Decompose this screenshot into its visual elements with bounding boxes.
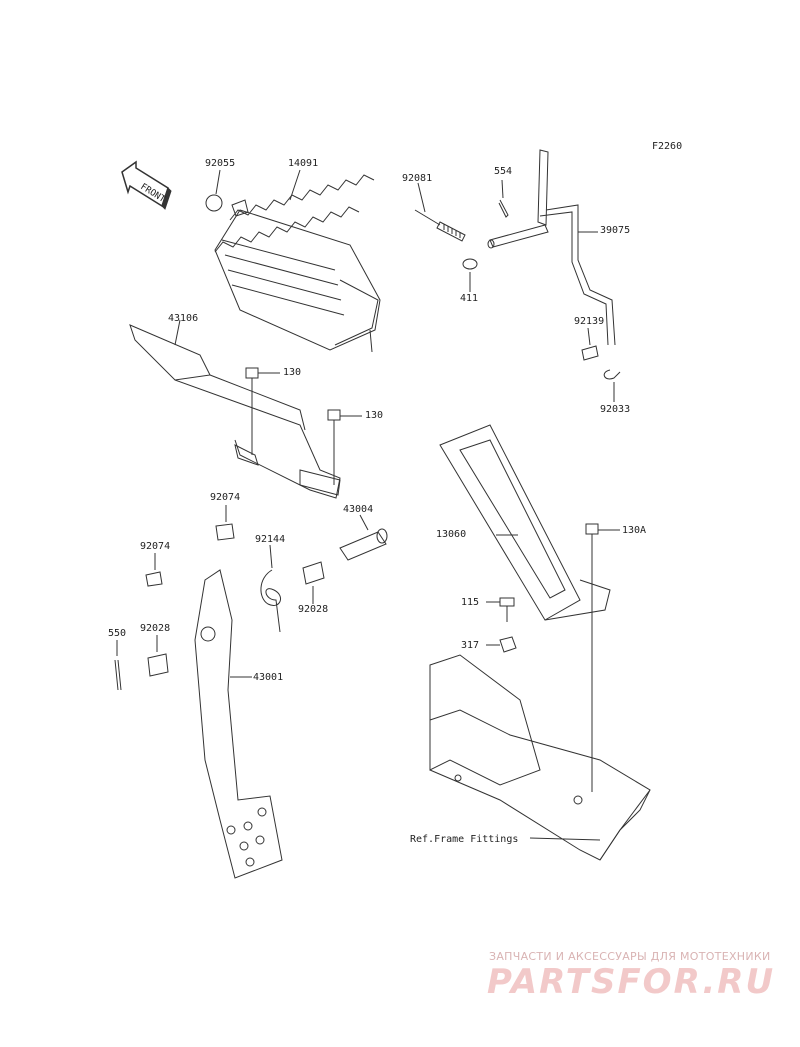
part-label-92144: 92144 bbox=[255, 534, 286, 545]
watermark-logo: PARTSFOR.RU bbox=[487, 962, 776, 1002]
front-arrow-icon: FRONT bbox=[121, 160, 172, 210]
part-label-92081: 92081 bbox=[402, 173, 433, 184]
shaft-part bbox=[339, 514, 388, 561]
part-label-13060: 13060 bbox=[436, 529, 467, 540]
part-label-115: 115 bbox=[461, 597, 480, 608]
brake-pedal-part bbox=[194, 569, 283, 879]
parking-lever-part bbox=[129, 319, 341, 499]
bolt-130-part bbox=[245, 367, 280, 455]
bolt-115-part bbox=[486, 597, 515, 622]
part-label-39075: 39075 bbox=[600, 225, 631, 236]
part-label-130: 130 bbox=[283, 367, 302, 378]
reference-note: Ref.Frame Fittings bbox=[410, 834, 519, 845]
part-label-92033: 92033 bbox=[600, 404, 631, 415]
part-label-411: 411 bbox=[460, 293, 479, 304]
bushing-92028-part bbox=[302, 561, 325, 585]
part-label-43106: 43106 bbox=[168, 313, 199, 324]
accelerator-pedal-part bbox=[439, 424, 611, 621]
part-label-317: 317 bbox=[461, 640, 480, 651]
o-ring-part bbox=[205, 194, 223, 212]
part-label-92074: 92074 bbox=[210, 492, 241, 503]
watermark-tagline: ЗАПЧАСТИ И АКСЕССУАРЫ ДЛЯ МОТОТЕХНИКИ bbox=[489, 950, 771, 963]
bolt-130a-part bbox=[585, 523, 620, 792]
cotter-550-part bbox=[114, 659, 122, 691]
part-label-130-2: 130 bbox=[365, 410, 384, 421]
part-label-92074-2: 92074 bbox=[140, 541, 171, 552]
spring-part bbox=[260, 569, 282, 633]
bushing-part bbox=[581, 345, 599, 361]
part-label-92028-2: 92028 bbox=[140, 623, 171, 634]
boot-part bbox=[214, 169, 381, 353]
part-label-92139: 92139 bbox=[574, 316, 605, 327]
part-label-43004: 43004 bbox=[343, 504, 374, 515]
bolt-130-part-2 bbox=[327, 409, 362, 485]
cap-part bbox=[215, 523, 235, 541]
diagram-code: F2260 bbox=[652, 141, 683, 152]
bushing-92028-part-2 bbox=[147, 653, 169, 677]
part-label-92028: 92028 bbox=[298, 604, 329, 615]
part-label-92055: 92055 bbox=[205, 158, 236, 169]
cable-part bbox=[414, 182, 466, 242]
frame-bracket-part bbox=[429, 654, 651, 861]
cap-part-2 bbox=[145, 571, 163, 587]
part-label-554: 554 bbox=[494, 166, 513, 177]
part-label-550: 550 bbox=[108, 628, 127, 639]
washer-part bbox=[462, 258, 478, 270]
part-label-43001: 43001 bbox=[253, 672, 284, 683]
part-label-14091: 14091 bbox=[288, 158, 319, 169]
part-label-130a: 130A bbox=[622, 525, 647, 536]
cotter-pin-part bbox=[498, 199, 509, 218]
nut-317-part bbox=[486, 636, 517, 653]
lever-rod-part bbox=[487, 149, 616, 346]
clip-part bbox=[603, 369, 621, 380]
